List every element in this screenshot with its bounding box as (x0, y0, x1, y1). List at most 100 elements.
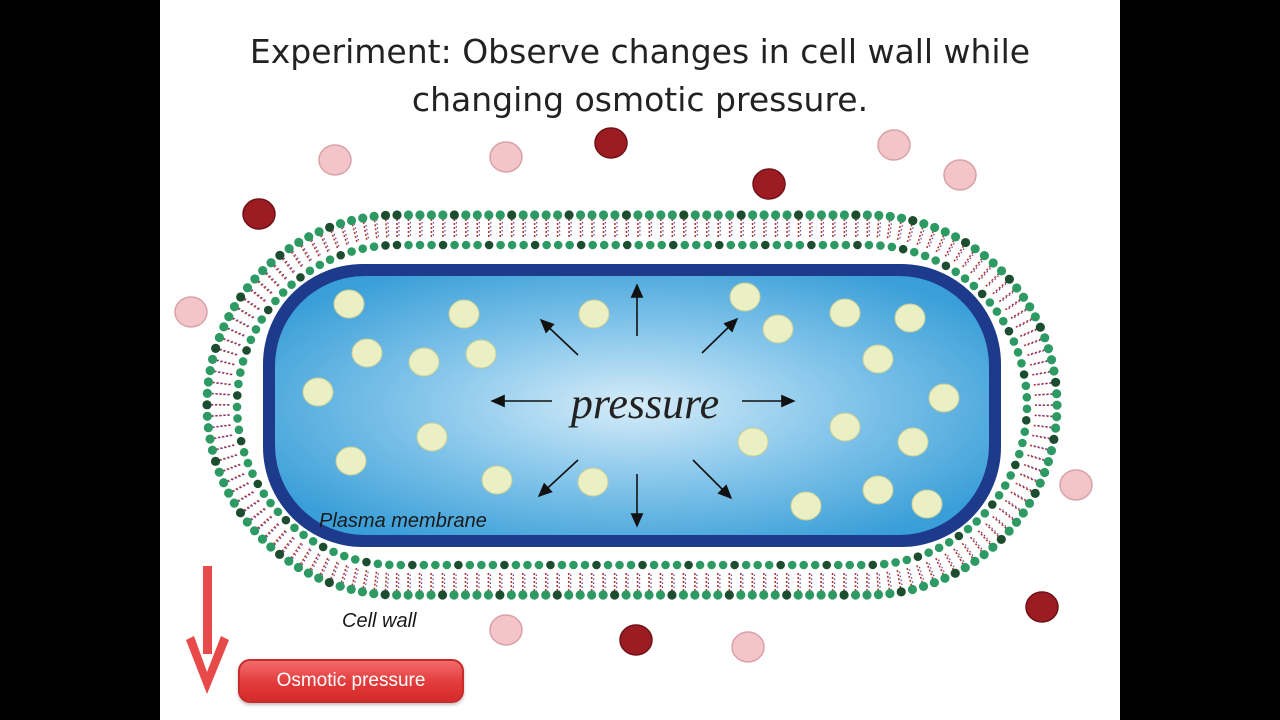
wall-bead (250, 526, 260, 536)
wall-bead (495, 210, 505, 220)
wall-bead (610, 210, 620, 220)
solute-particle (829, 298, 861, 328)
wall-bead (1020, 427, 1030, 437)
wall-bead (787, 560, 797, 570)
lipid-tail (212, 392, 232, 396)
wall-bead (542, 240, 551, 250)
lipid-tail (1017, 482, 1035, 493)
wall-bead (864, 240, 874, 250)
solute-particle (416, 422, 448, 452)
wall-bead (392, 240, 402, 250)
wall-bead (944, 537, 954, 547)
wall-bead (599, 240, 609, 250)
wall-bead (656, 210, 666, 220)
wall-bead (273, 507, 283, 517)
extracellular-particle-dark (752, 168, 786, 200)
wall-bead (564, 590, 574, 600)
wall-bead (408, 560, 417, 570)
wall-bead (564, 210, 574, 220)
wall-bead (951, 267, 961, 277)
wall-bead (437, 590, 448, 600)
wall-bead (748, 210, 758, 220)
lipid-tail (258, 515, 274, 530)
wall-bead (770, 590, 780, 600)
wall-bead (236, 368, 245, 377)
wall-bead (970, 244, 980, 254)
wall-bead (347, 247, 356, 256)
wall-bead (1011, 460, 1020, 470)
wall-bead (234, 425, 244, 435)
pressure-arrow-down-right (692, 459, 733, 500)
wall-bead (518, 590, 528, 600)
wall-bead (759, 590, 769, 600)
wall-bead (1052, 389, 1062, 399)
wall-bead (994, 490, 1004, 500)
wall-bead (415, 210, 425, 220)
wall-bead (336, 250, 345, 260)
wall-bead (603, 560, 613, 570)
wall-bead (1000, 481, 1010, 490)
wall-bead (902, 555, 912, 565)
wall-bead (461, 240, 471, 250)
wall-bead (908, 215, 918, 226)
lipid-tail (266, 272, 281, 287)
wall-bead (828, 210, 838, 220)
wall-bead (450, 240, 459, 250)
cell-wall-label: Cell wall (342, 610, 417, 632)
wall-bead (369, 242, 379, 251)
solute-particle (578, 299, 610, 329)
wall-bead (996, 534, 1006, 545)
wall-bead (891, 558, 900, 567)
wall-bead (266, 498, 275, 508)
wall-bead (611, 240, 621, 250)
wall-bead (713, 590, 723, 600)
wall-bead (308, 536, 318, 546)
lipid-tail (1001, 289, 1017, 303)
lipid-tail (1012, 307, 1030, 319)
wall-bead (224, 311, 234, 322)
wall-bead (960, 274, 970, 283)
pressure-arrow-down-left (537, 459, 579, 498)
extracellular-particle-light (174, 296, 208, 328)
solute-particle (897, 427, 929, 457)
lipid-tail (220, 348, 239, 356)
wall-bead (235, 508, 246, 518)
wall-bead (202, 388, 212, 398)
wall-bead (907, 584, 918, 595)
wall-bead (251, 325, 261, 334)
lipid-tail (282, 536, 296, 553)
wall-bead (634, 240, 644, 250)
solute-particle (894, 303, 926, 333)
extracellular-particles (174, 127, 1093, 663)
extracellular-particle-light (318, 144, 352, 176)
wall-bead (782, 210, 792, 220)
wall-bead (621, 210, 632, 220)
wall-bead (257, 315, 267, 324)
wall-bead (954, 531, 964, 541)
lipid-tail (266, 523, 281, 538)
wall-bead (484, 240, 494, 250)
wall-bead (695, 560, 705, 570)
wall-bead (876, 241, 885, 250)
wall-bead (329, 547, 338, 557)
lipid-tail (214, 434, 234, 440)
wall-bead (281, 515, 291, 525)
wall-bead (242, 346, 251, 355)
wall-bead (896, 587, 906, 597)
wall-bead (795, 240, 805, 250)
wall-bead (449, 210, 459, 220)
lipid-tail (353, 567, 360, 587)
lipid-tail (386, 572, 390, 592)
wall-bead (431, 560, 440, 570)
wall-bead (229, 498, 239, 508)
lipid-tail (283, 257, 296, 274)
wall-bead (960, 237, 971, 248)
wall-bead (219, 322, 229, 332)
solute-particle (729, 282, 761, 312)
osmotic-pressure-button[interactable]: Osmotic pressure (238, 659, 464, 703)
wall-bead (1043, 344, 1054, 354)
lipid-tail (1029, 454, 1048, 462)
wall-bead (205, 434, 215, 444)
wall-bead (856, 560, 866, 570)
